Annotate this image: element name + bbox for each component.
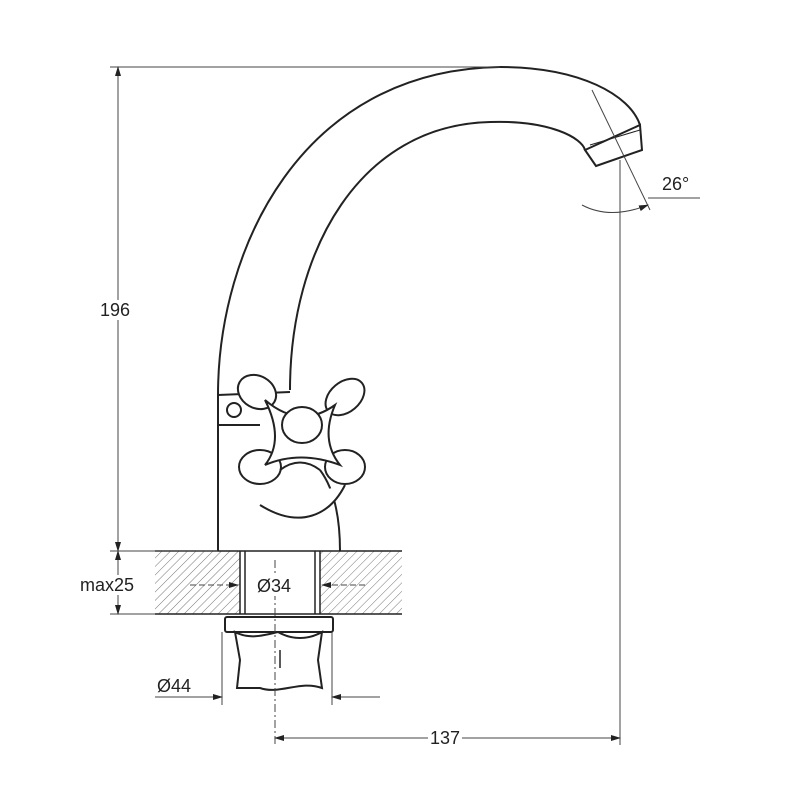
dimension-lines — [110, 66, 700, 745]
angle-label: 26° — [662, 174, 690, 194]
cross-handle — [236, 373, 366, 519]
mounting-nut — [224, 616, 334, 691]
nut-diameter-label: Ø44 — [157, 676, 192, 696]
height-label: 196 — [98, 300, 133, 320]
max-thickness-label: max25 — [78, 575, 137, 595]
reach-label: 137 — [428, 728, 463, 748]
countertop — [155, 550, 402, 615]
faucet-body — [217, 65, 644, 552]
hole-diameter-label: Ø34 — [255, 576, 294, 596]
